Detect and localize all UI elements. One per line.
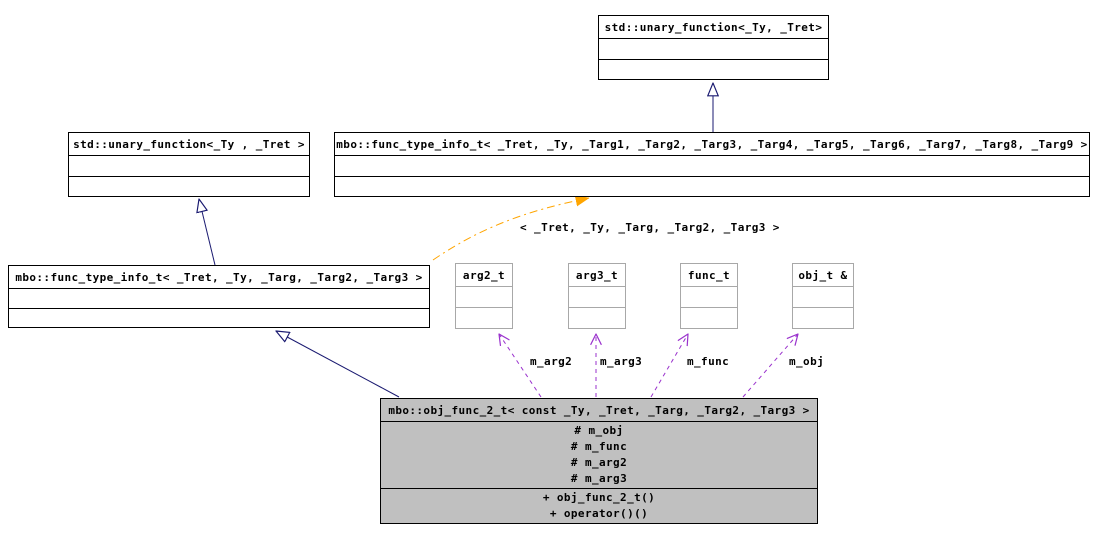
type-title: arg2_t [462, 268, 506, 282]
attribute-m-func: # m_func [570, 440, 628, 453]
attributes-compartment-empty [69, 155, 309, 176]
type-box-arg2-t: arg2_t [455, 263, 513, 329]
methods-compartment: + obj_func_2_t() + operator()() [381, 488, 817, 523]
methods-compartment-empty [456, 307, 512, 328]
method-constructor: + obj_func_2_t() [542, 491, 656, 504]
member-label-m-func: m_func [687, 355, 730, 368]
class-title: std::unary_function<_Ty, _Tret> [604, 20, 823, 34]
class-box-unary-function-top[interactable]: std::unary_function<_Ty, _Tret> [598, 15, 829, 80]
inheritance-edge-functypeinfo-partial-to-unaryfunction-left [199, 199, 216, 266]
template-instantiation-edge [432, 194, 590, 261]
type-box-arg3-t: arg3_t [568, 263, 626, 329]
type-title: func_t [687, 268, 731, 282]
class-title: mbo::func_type_info_t< _Tret, _Ty, _Targ… [15, 270, 423, 284]
class-title: std::unary_function<_Ty , _Tret > [73, 137, 305, 151]
class-box-func-type-info-partial[interactable]: mbo::func_type_info_t< _Tret, _Ty, _Targ… [8, 265, 430, 328]
attributes-compartment-empty [9, 288, 429, 308]
class-title: mbo::func_type_info_t< _Tret, _Ty, _Targ… [336, 137, 1088, 151]
methods-compartment-empty [335, 175, 1089, 197]
attribute-m-arg2: # m_arg2 [570, 456, 628, 469]
member-label-m-arg2: m_arg2 [530, 355, 573, 368]
attributes-compartment-empty [335, 155, 1089, 176]
type-title: arg3_t [575, 268, 619, 282]
member-edge-m-func [650, 334, 688, 398]
methods-compartment-empty [69, 175, 309, 197]
type-title: obj_t & [798, 268, 848, 282]
attributes-compartment-empty [456, 286, 512, 307]
type-box-func-t: func_t [680, 263, 738, 329]
class-box-unary-function-left[interactable]: std::unary_function<_Ty , _Tret > [68, 132, 310, 197]
member-label-m-obj: m_obj [789, 355, 825, 368]
class-box-obj-func-2-t: mbo::obj_func_2_t< const _Ty, _Tret, _Ta… [380, 398, 818, 524]
template-instantiation-label: < _Tret, _Ty, _Targ, _Targ2, _Targ3 > [520, 221, 780, 234]
inheritance-edge-objfunc2t-to-functypeinfo-partial [276, 331, 400, 398]
class-box-func-type-info-full[interactable]: mbo::func_type_info_t< _Tret, _Ty, _Targ… [334, 132, 1090, 197]
attributes-compartment-empty [569, 286, 625, 307]
member-edge-m-obj [742, 334, 798, 398]
attributes-compartment-empty [681, 286, 737, 307]
method-operator-call: + operator()() [549, 507, 649, 520]
methods-compartment-empty [793, 307, 853, 328]
member-label-m-arg3: m_arg3 [600, 355, 643, 368]
type-box-obj-t-ref: obj_t & [792, 263, 854, 329]
attributes-compartment: # m_obj # m_func # m_arg2 # m_arg3 [381, 421, 817, 488]
methods-compartment-empty [599, 58, 828, 80]
class-title: mbo::obj_func_2_t< const _Ty, _Tret, _Ta… [388, 403, 810, 417]
attributes-compartment-empty [793, 286, 853, 307]
methods-compartment-empty [681, 307, 737, 328]
attributes-compartment-empty [599, 38, 828, 59]
methods-compartment-empty [569, 307, 625, 328]
attribute-m-arg3: # m_arg3 [570, 472, 628, 485]
attribute-m-obj: # m_obj [574, 424, 624, 437]
methods-compartment-empty [9, 307, 429, 328]
